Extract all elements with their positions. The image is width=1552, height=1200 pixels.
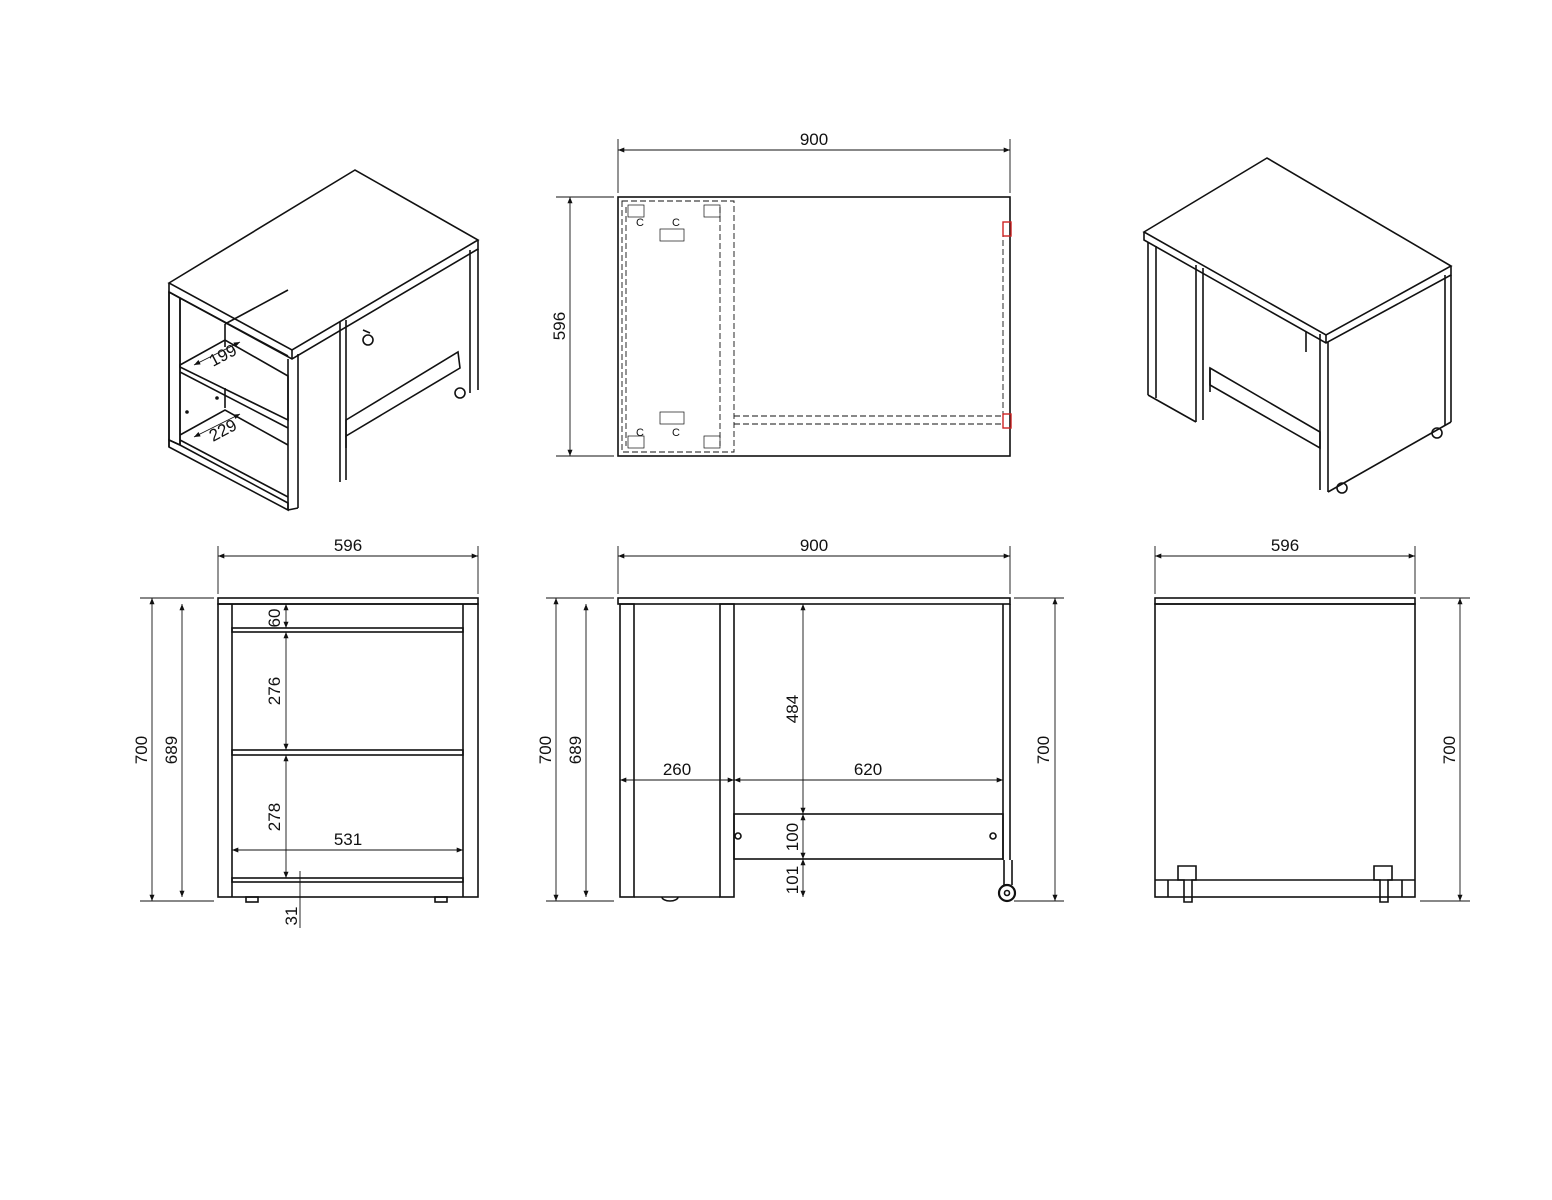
hinge-bottom-hardware: [1002, 413, 1012, 429]
plan-width-label: 900: [800, 130, 828, 149]
foot-height-label: 31: [282, 907, 301, 926]
plan-outline: [617, 196, 1011, 457]
front-rail: [733, 813, 1004, 860]
plan-depth-label: 596: [550, 312, 569, 340]
opening-height-label: 484: [783, 695, 802, 723]
shelf-left-side: [168, 290, 181, 447]
isometric-view-right: [1142, 157, 1453, 494]
front-height-right-label: 700: [1034, 736, 1053, 764]
rail-height-label: 100: [783, 823, 802, 851]
back-rail: [345, 350, 461, 438]
caster-bracket-left: [1177, 865, 1197, 903]
caster-bracket-right: [1373, 865, 1393, 903]
hinge-top-hardware: [1002, 221, 1012, 237]
caster-wheel: [997, 883, 1017, 903]
svg-text:C: C: [636, 217, 644, 229]
svg-text:C: C: [672, 217, 680, 229]
opening-width-label: 620: [854, 760, 882, 779]
rear-side-height-label: 700: [1440, 736, 1459, 764]
plan-view: C C C C 900 596: [550, 130, 1012, 457]
side-height-inner-label: 689: [162, 736, 181, 764]
rear-side-outline: [1154, 603, 1416, 898]
shelf-unit-width-label: 260: [663, 760, 691, 779]
inner-width-label: 531: [334, 830, 362, 849]
front-top-panel: [617, 597, 1011, 605]
side-outline: [217, 603, 479, 898]
left-side-elevation: 596 700 689 60 276 278 531 31: [132, 536, 479, 928]
shelf-depth-lower-label: 229: [206, 415, 240, 445]
gap-top-label: 60: [265, 609, 284, 628]
compartment-upper-label: 276: [265, 677, 284, 705]
svg-text:C: C: [636, 427, 644, 439]
right-side-elevation: 596 700: [1154, 536, 1470, 903]
front-height-inner-label: 689: [566, 736, 585, 764]
side-width-label: 596: [334, 536, 362, 555]
rear-rail: [1209, 366, 1321, 450]
rear-side-width-label: 596: [1271, 536, 1299, 555]
side-height-total-label: 700: [132, 736, 151, 764]
isometric-view-left: 199 229: [167, 169, 480, 512]
front-width-label: 900: [800, 536, 828, 555]
desk-top-panel: [167, 169, 480, 351]
desk-top-panel-rear: [1142, 157, 1453, 336]
rail-clearance-label: 101: [783, 866, 802, 894]
front-height-total-label: 700: [536, 736, 555, 764]
compartment-lower-label: 278: [265, 803, 284, 831]
front-elevation: 900 700 689 700 260 620 484 100 101: [536, 536, 1064, 903]
svg-text:C: C: [672, 427, 680, 439]
